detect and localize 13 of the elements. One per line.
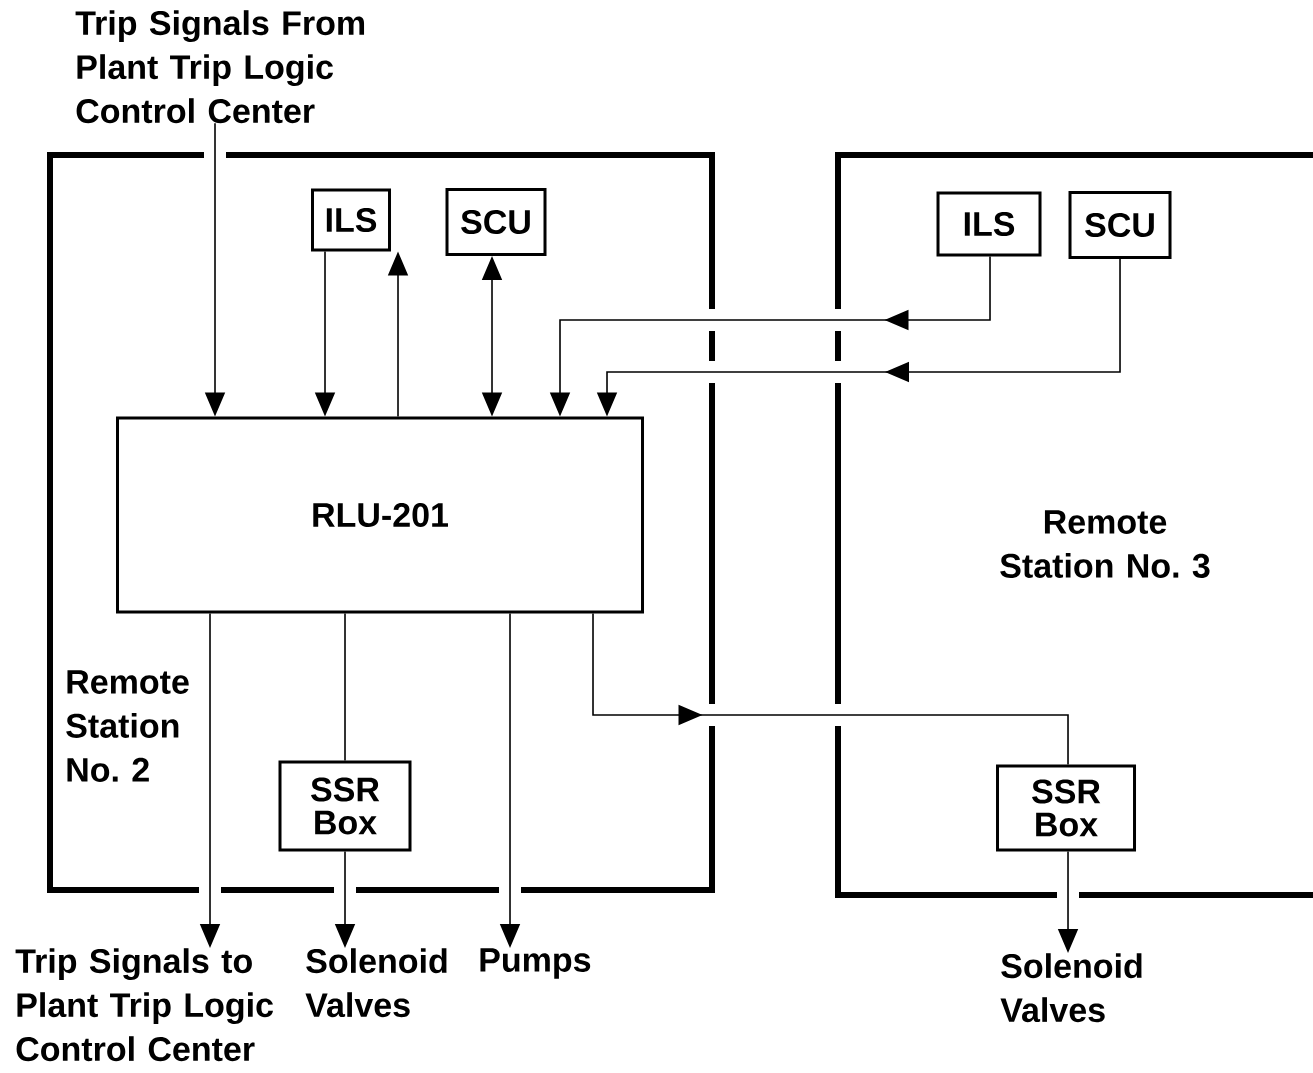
unit-box: SCU	[1068, 191, 1172, 259]
signal-label: Solenoid Valves	[305, 948, 447, 1018]
unit-box: RLU-201	[116, 416, 644, 614]
unit-box: ILS	[311, 188, 391, 252]
unit-box: ILS	[936, 191, 1042, 257]
unit-box: SSR Box	[278, 760, 412, 852]
signal-label: Trip Signals From Plant Trip Logic Control Center	[75, 10, 365, 124]
unit-box: SSR Box	[996, 764, 1136, 852]
signal-label: Trip Signals to Plant Trip Logic Control Center	[15, 948, 273, 1062]
arrow	[592, 612, 1069, 766]
signal-label: Pumps	[480, 948, 591, 979]
signal-label: Solenoid Valves	[1000, 953, 1142, 1023]
unit-box: SCU	[445, 188, 547, 256]
